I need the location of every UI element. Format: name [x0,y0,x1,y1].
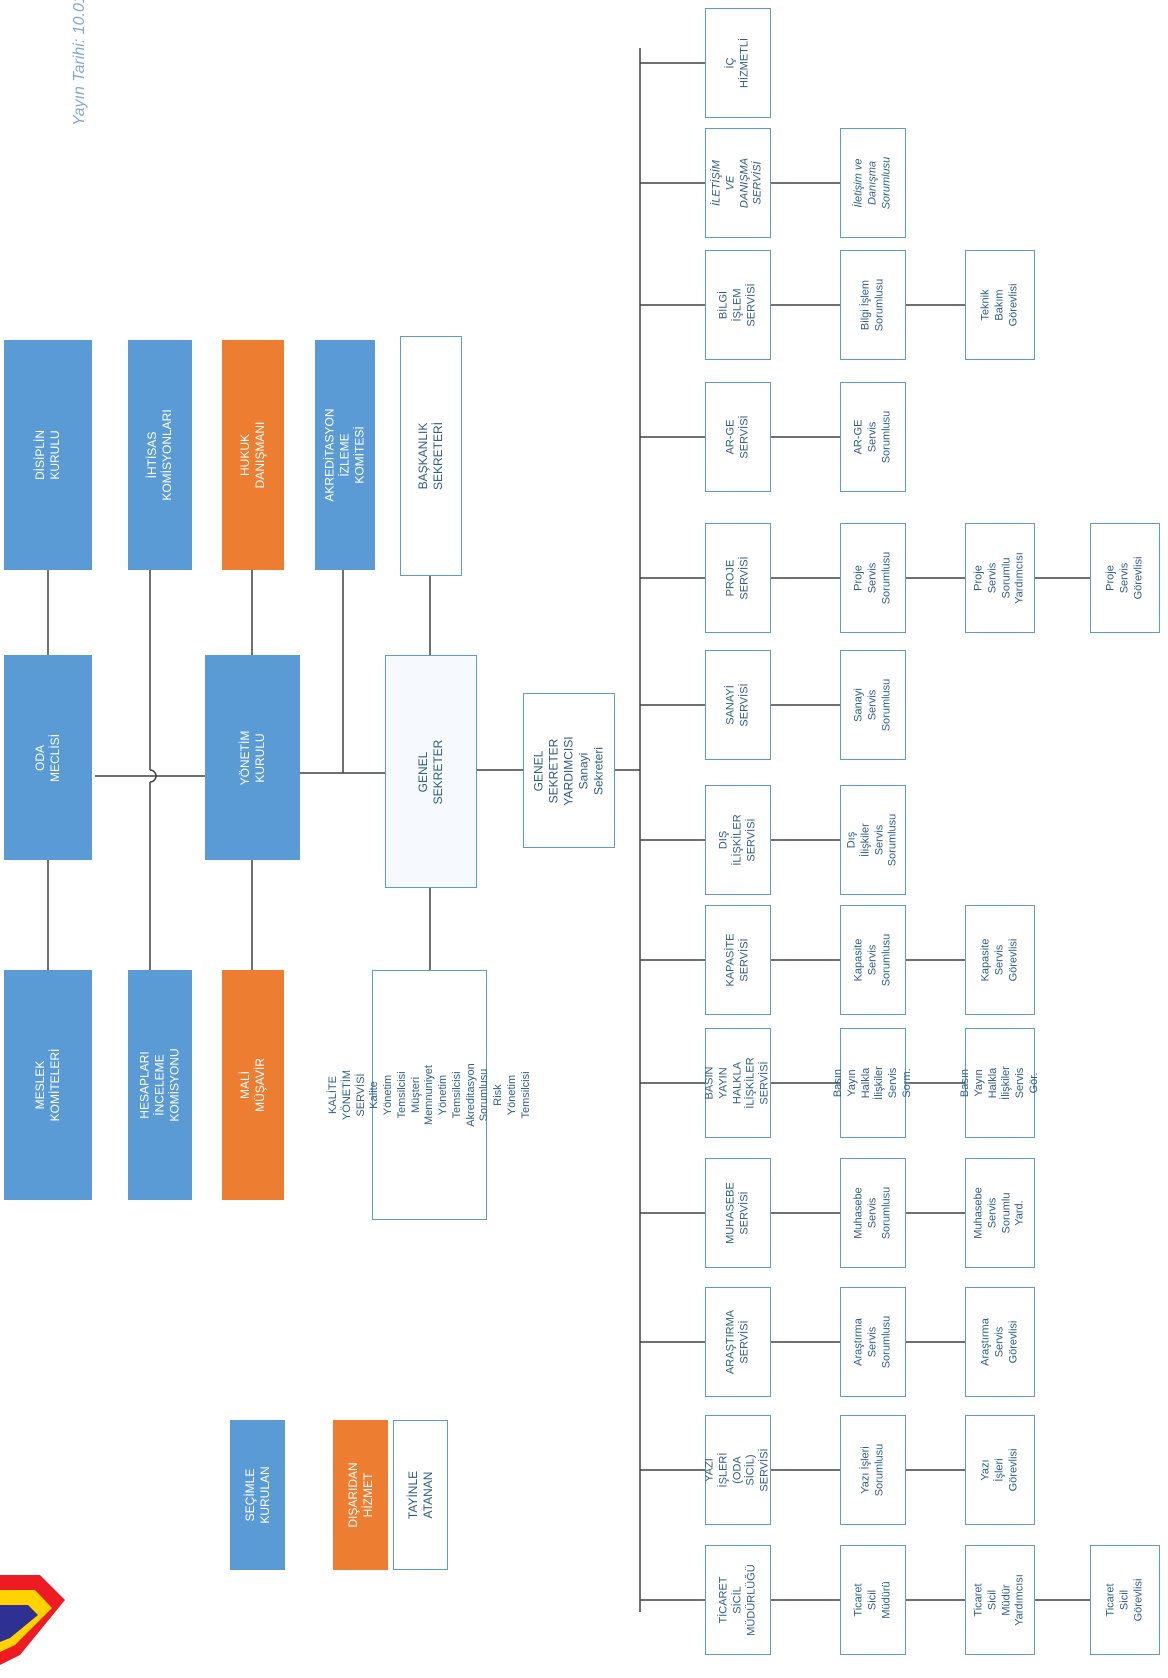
service-role-box: Ticaret Sicil Müdür Yardımcısı [965,1545,1035,1655]
service-role-box: Ticaret Sicil Müdürü [840,1545,906,1655]
yonetim-kurulu-box: YÖNETİM KURULU [205,655,300,860]
service-label: KAPASİTE SERVİSİ [724,933,750,987]
service-label: AR-GE SERVİSİ [724,415,750,459]
service-box: BİLGİ İŞLEM SERVİSİ [705,250,771,360]
role-label: Araştırma Servis Görevlisi [979,1318,1019,1366]
service-role-box: Bilgi İşlem Sorumlusu [840,250,906,360]
service-role-box: Muhasebe Servis Sorumlu Yard. [965,1158,1035,1268]
role-label: Proje Servis Sorumlusu [852,551,892,605]
service-box: YAZI İŞLERİ (ODA SİCİL) SERVİSİ [703,1415,771,1525]
service-role-box: Ticaret Sicil Görevlisi [1090,1545,1160,1655]
service-box: TİCARET SİCİL MÜDÜRLÜĞÜ [705,1545,771,1655]
service-role-box: Kapasite Servis Sorumlusu [840,905,906,1015]
meslek-komiteleri-box: MESLEK KOMİTELERİ [4,970,92,1200]
service-box: AR-GE SERVİSİ [705,382,771,492]
service-box: PROJE SERVİSİ [705,523,771,633]
ihtisas-komisyonlari-box: İHTİSAS KOMİSYONLARI [128,340,192,570]
role-label: Basın Yayın Halkla İlişkiler Servis Gör. [958,1066,1040,1100]
service-label: BASIN YAYIN HALKLA İLİŞKİLER SERVİSİ [703,1057,771,1109]
role-label: Sanayi Servis Sorumlusu [852,678,892,732]
service-role-box: Muhasebe Servis Sorumlusu [840,1158,906,1268]
baskanlik-sekreteri-box: BAŞKANLIK SEKRETERİ [400,336,462,576]
service-role-box: Teknik Bakım Görevlisi [965,250,1035,360]
organization-logo [0,1575,65,1665]
service-box: İÇ HİZMETLİ [705,8,771,118]
service-role-box: AR-GE Servis Sorumlusu [840,382,906,492]
service-label: MUHASEBE SERVİSİ [724,1182,750,1244]
role-label: Ticaret Sicil Müdürü [852,1581,892,1619]
service-role-box: Yazı İşleri Görevlisi [965,1415,1035,1525]
service-role-box: Yazı İşleri Sorumlusu [840,1415,906,1525]
role-label: Proje Servis Görevlisi [1104,556,1144,600]
service-box: BASIN YAYIN HALKLA İLİŞKİLER SERVİSİ [703,1028,771,1138]
service-role-box: Araştırma Servis Sorumlusu [840,1287,906,1397]
service-box: ARAŞTIRMA SERVİSİ [705,1287,771,1397]
service-role-box: Sanayi Servis Sorumlusu [840,650,906,760]
legend-external: DIŞARIDAN HİZMET [333,1420,388,1570]
mali-musavir-box: MALİ MÜŞAVİR [222,970,284,1200]
hesaplari-inceleme-box: HESAPLARI İNCELEME KOMİSYONU [128,970,192,1200]
service-label: ARAŞTIRMA SERVİSİ [724,1309,750,1375]
service-label: TİCARET SİCİL MÜDÜRLÜĞÜ [717,1564,757,1636]
kalite-yonetim-box: KALİTE YÖNETİM SERVİSİ Kalite Yönetim Te… [326,970,531,1220]
service-label: İLETİŞİM VE DANIŞMA SERVİSİ [710,157,764,209]
role-label: Muhasebe Servis Sorumlusu [852,1186,892,1240]
oda-meclisi-box: ODA MECLİSİ [4,655,92,860]
role-label: Yazı İşleri Sorumlusu [859,1443,885,1497]
role-label: Ticaret Sicil Müdür Yardımcısı [972,1574,1026,1626]
role-label: Araştırma Servis Sorumlusu [852,1315,892,1369]
service-role-box: Proje Servis Sorumlusu [840,523,906,633]
genel-sekreter-yardimcisi-box: GENEL SEKRETER YARDIMCISI Sanayi Sekrete… [523,693,615,848]
service-role-box: Proje Servis Görevlisi [1090,523,1160,633]
legend-elected: SEÇİMLE KURULAN [230,1420,285,1570]
service-label: YAZI İŞLERİ (ODA SİCİL) SERVİSİ [703,1448,771,1492]
service-box: DIŞ İLİŞKİLER SERVİSİ [705,785,771,895]
role-label: AR-GE Servis Sorumlusu [852,410,892,464]
hukuk-danismani-box: HUKUK DANIŞMANI [222,340,284,570]
role-label: Kapasite Servis Görevlisi [979,938,1019,982]
service-box: İLETİŞİM VE DANIŞMA SERVİSİ [705,128,771,238]
service-role-box: Dış İlişkiler Servis Sorumlusu [840,785,906,895]
role-label: Muhasebe Servis Sorumlu Yard. [972,1187,1026,1239]
role-label: Dış İlişkiler Servis Sorumlusu [845,813,899,867]
akreditasyon-izleme-box: AKREDİTASYON İZLEME KOMİTESİ [315,340,375,570]
service-label: SANAYİ SERVİSİ [724,683,750,727]
role-label: Basın Yayın Halkla İlişkiler Servis Sorm… [831,1066,913,1100]
service-label: BİLGİ İŞLEM SERVİSİ [717,283,757,327]
disiplin-kurulu-box: DİSİPLİN KURULU [4,340,92,570]
role-label: Proje Servis Sorumlu Yardımcısı [972,552,1026,604]
service-box: MUHASEBE SERVİSİ [705,1158,771,1268]
role-label: Bilgi İşlem Sorumlusu [859,278,885,332]
role-label: Teknik Bakım Görevlisi [979,283,1019,327]
service-role-box: Kapasite Servis Görevlisi [965,905,1035,1015]
service-role-box: Proje Servis Sorumlu Yardımcısı [965,523,1035,633]
role-label: Kapasite Servis Sorumlusu [852,933,892,987]
role-label: İletişim ve Danışma Sorumlusu [852,156,892,210]
service-label: PROJE SERVİSİ [724,556,750,600]
role-label: Yazı İşleri Görevlisi [979,1448,1019,1492]
service-role-box: İletişim ve Danışma Sorumlusu [840,128,906,238]
service-box: SANAYİ SERVİSİ [705,650,771,760]
service-role-box: Basın Yayın Halkla İlişkiler Servis Gör. [959,1028,1040,1138]
service-box: KAPASİTE SERVİSİ [705,905,771,1015]
legend-appointed: TAYİNLE ATANAN [393,1420,448,1570]
role-label: Ticaret Sicil Görevlisi [1104,1578,1144,1622]
service-label: DIŞ İLİŞKİLER SERVİSİ [717,814,757,866]
service-role-box: Araştırma Servis Görevlisi [965,1287,1035,1397]
service-role-box: Basın Yayın Halkla İlişkiler Servis Sorm… [832,1028,913,1138]
service-label: İÇ HİZMETLİ [724,37,750,89]
genel-sekreter-box: GENEL SEKRETER [385,655,477,888]
